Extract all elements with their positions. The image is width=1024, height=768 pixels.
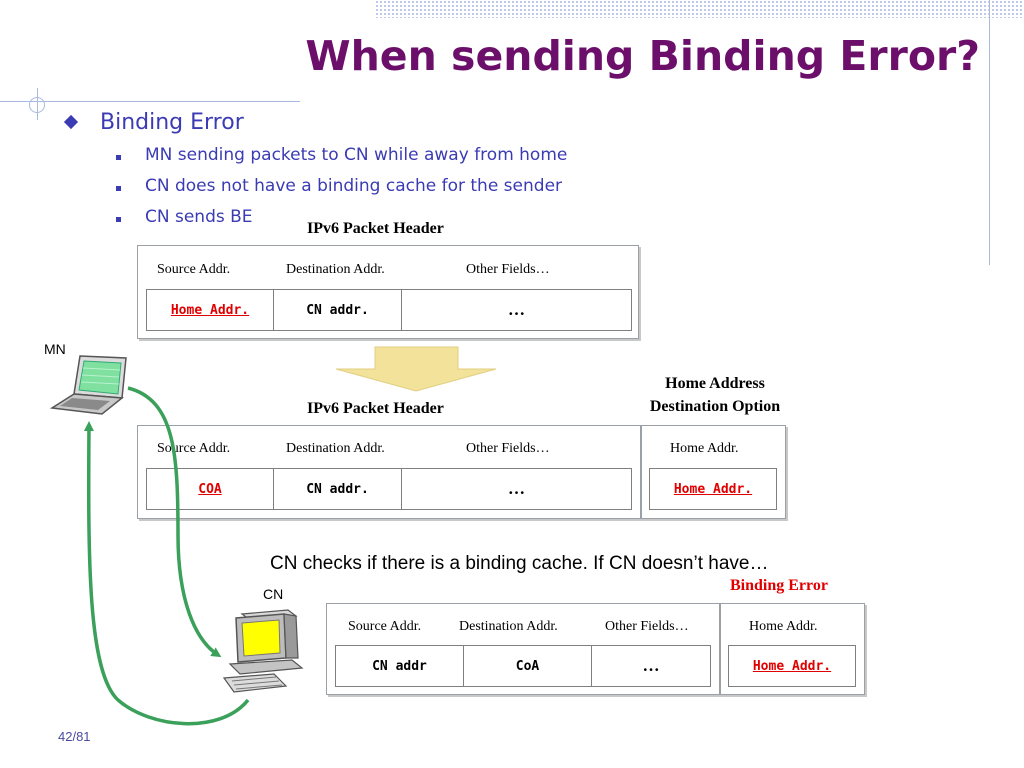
packet3-option-label: Home Addr. (749, 619, 818, 634)
option-header-line1: Home Address (665, 375, 765, 392)
packet3-option-value: Home Addr. (728, 645, 856, 687)
slide-title: When sending Binding Error? (305, 32, 980, 80)
right-vertical-rule (989, 0, 990, 265)
packet2-other-value: … (401, 468, 632, 510)
packet1-label-other: Other Fields… (466, 262, 550, 277)
packet2-header-title: IPv6 Packet Header (307, 400, 444, 417)
option-header-line2: Destination Option (649, 398, 781, 415)
sub-bullet: CN does not have a binding cache for the… (145, 176, 563, 196)
mn-to-cn-arrow (127, 386, 222, 658)
header-dot-pattern (375, 0, 1024, 18)
packet2-option-box (641, 425, 786, 519)
packet1-label-destination: Destination Addr. (286, 262, 385, 277)
sub-bullet: CN sends BE (145, 207, 253, 227)
laptop-icon (50, 355, 127, 415)
packet2-option-label: Home Addr. (670, 441, 739, 456)
down-arrow-icon (335, 346, 497, 392)
packet3-box (326, 603, 720, 695)
sub-bullet: MN sending packets to CN while away from… (145, 145, 568, 165)
left-horizontal-rule (0, 101, 300, 102)
packet1-box (137, 245, 639, 339)
packet2-label-destination: Destination Addr. (286, 441, 385, 456)
packet3-label-other: Other Fields… (605, 619, 689, 634)
page-number: 42/81 (58, 729, 91, 744)
packet3-other-value: … (591, 645, 711, 687)
packet2-label-other: Other Fields… (466, 441, 550, 456)
packet2-box (137, 425, 641, 519)
packet2-option-value: Home Addr. (649, 468, 777, 510)
square-bullet-icon (116, 155, 121, 160)
packet1-other-value: … (401, 289, 632, 331)
bullet-binding-error: Binding Error (100, 110, 244, 135)
packet3-label-source: Source Addr. (348, 619, 422, 634)
packet3-option-box (720, 603, 865, 695)
cn-label: CN (263, 586, 284, 602)
packet1-label-source: Source Addr. (157, 262, 231, 277)
square-bullet-icon (116, 186, 121, 191)
binding-error-label: Binding Error (730, 577, 828, 594)
cn-to-mn-arrow (83, 421, 250, 726)
packet1-header-title: IPv6 Packet Header (307, 220, 444, 237)
binding-cache-note: CN checks if there is a binding cache. I… (270, 553, 769, 574)
packet3-label-destination: Destination Addr. (459, 619, 558, 634)
square-bullet-icon (116, 217, 121, 222)
mn-label: MN (44, 341, 66, 357)
desktop-computer-icon (222, 609, 304, 693)
crosshair-circle (29, 97, 45, 113)
